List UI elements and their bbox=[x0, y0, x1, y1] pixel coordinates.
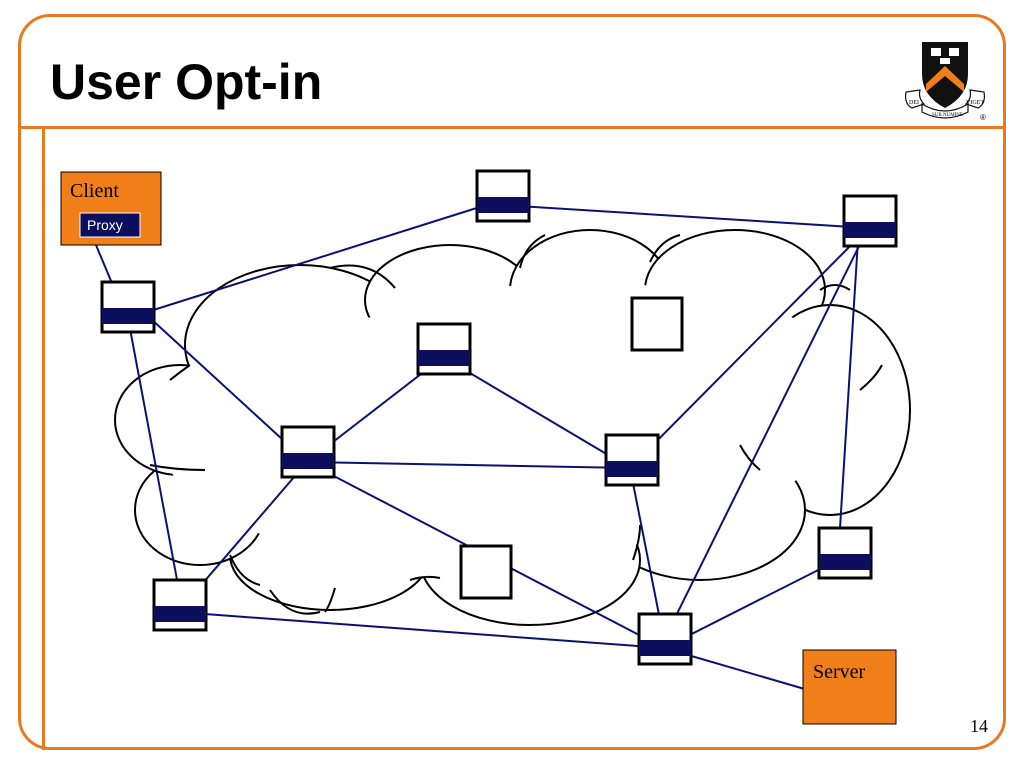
optin-node-3 bbox=[842, 194, 898, 248]
title-divider bbox=[18, 126, 1006, 129]
proxy-label: Proxy bbox=[87, 217, 123, 233]
motto-right: VIGET bbox=[966, 100, 984, 106]
link-node4-node6 bbox=[306, 461, 631, 469]
link-node3-node8 bbox=[837, 239, 859, 561]
link-node2-node3 bbox=[501, 204, 869, 229]
internet-cloud bbox=[114, 229, 911, 626]
left-divider bbox=[42, 128, 45, 750]
optin-node-7 bbox=[152, 578, 208, 632]
server-box: Server bbox=[802, 649, 897, 725]
optin-node-8 bbox=[817, 526, 873, 580]
plain-router-upper bbox=[630, 296, 684, 352]
optin-node-2 bbox=[475, 169, 531, 223]
link-node3-node9 bbox=[663, 227, 869, 641]
shield-icon bbox=[922, 42, 968, 108]
optin-node-9 bbox=[637, 612, 693, 666]
link-node6-node3 bbox=[629, 227, 869, 469]
registered-mark: ® bbox=[980, 113, 986, 122]
optin-node-1 bbox=[100, 280, 156, 334]
link-node1-node2 bbox=[127, 199, 503, 319]
link-node6-node9 bbox=[629, 467, 665, 641]
slide-frame bbox=[18, 14, 1006, 750]
proxy-badge bbox=[79, 212, 141, 238]
plain-router-lower bbox=[459, 544, 513, 600]
link-node5-node6 bbox=[442, 356, 631, 469]
motto-left: DEI bbox=[909, 100, 919, 106]
client-box: Client Proxy bbox=[60, 171, 162, 246]
optin-node-4 bbox=[280, 425, 336, 479]
cloud-contours bbox=[149, 234, 883, 615]
link-node1-node7 bbox=[127, 317, 179, 586]
link-node7-node9 bbox=[177, 611, 665, 649]
link-node8-node9 bbox=[663, 559, 839, 649]
slide-title: User Opt-in bbox=[50, 54, 323, 110]
server-label: Server bbox=[813, 661, 866, 683]
client-label: Client bbox=[70, 180, 119, 202]
page-number: 14 bbox=[970, 716, 988, 736]
princeton-shield-logo: DEI SUB NUMINE VIGET ® bbox=[905, 42, 986, 122]
motto-center: SUB NUMINE bbox=[932, 113, 963, 118]
optin-node-5 bbox=[416, 322, 472, 376]
optin-node-6 bbox=[604, 433, 660, 487]
